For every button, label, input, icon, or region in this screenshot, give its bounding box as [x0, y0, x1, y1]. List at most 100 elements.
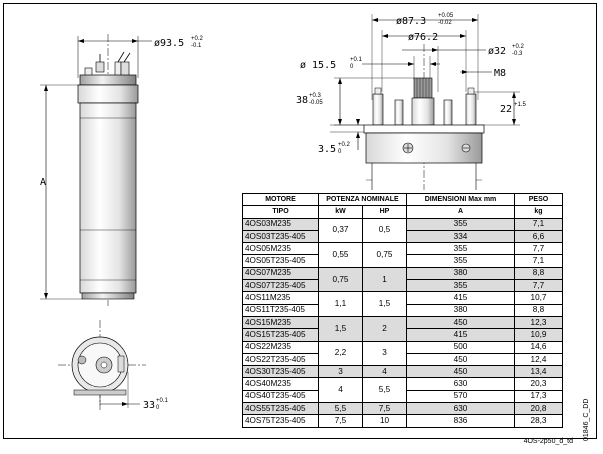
cell-kg: 28,3: [514, 414, 563, 428]
table-row: 4OS22M235 2,2 3 500 14,6: [242, 340, 563, 367]
table-row: 4OS07M235 0,75 1 380 8,8: [242, 266, 563, 293]
cell-hp: 1,5: [362, 291, 407, 317]
cell-model: 4OS07T235-405: [242, 279, 319, 293]
cell-a: 415: [406, 291, 515, 305]
table-subheader-row: TIPO kW HP A kg: [242, 205, 563, 219]
table-row: 4OS15T235-405 415 10,9: [242, 328, 563, 342]
page-frame: [3, 3, 597, 439]
header-peso: PESO: [514, 192, 563, 207]
cell-a: 380: [406, 303, 515, 317]
stud-length-tol: +1.5: [514, 102, 527, 108]
cell-kg: 13,4: [514, 365, 563, 379]
cell-a: 450: [406, 352, 515, 367]
drawing-code: 01846_C_DD: [583, 398, 590, 441]
cell-model: 4OS11T235-405: [242, 303, 319, 317]
cell-model: 4OS15M235: [242, 315, 319, 330]
cell-model: 4OS22T235-405: [242, 352, 319, 367]
cell-a: 415: [406, 328, 515, 342]
cell-kw: 5,5: [318, 402, 363, 416]
table-row: 4OS55T235-405 5,5 7,5 630 20,8: [242, 402, 563, 416]
flange-detail-view: [330, 14, 520, 190]
cell-a: 380: [406, 266, 515, 281]
base-offset-label: 33: [143, 400, 155, 411]
pilot-diameter-label: ø76.2: [408, 32, 438, 43]
cell-a: 450: [406, 315, 515, 330]
cell-kw: 0,55: [318, 242, 363, 268]
flange-diameter-label: ø87.3: [396, 16, 426, 27]
table-row: 4OS05M235 0,55 0,75 355 7,7: [242, 242, 563, 268]
shaft-length-label: 38: [296, 95, 308, 106]
shaft-length-tol-upper: +0.3: [309, 93, 322, 99]
length-a-label: A: [40, 177, 46, 188]
motor-side-view: [40, 34, 152, 306]
thread-label: M8: [494, 68, 506, 79]
cell-kw: 3: [318, 365, 363, 379]
cell-a: 836: [406, 414, 515, 428]
cell-kg: 17,3: [514, 389, 563, 404]
cell-model: 4OS11M235: [242, 291, 319, 305]
cell-hp: 3: [362, 340, 407, 367]
body-diameter-tol-lower: -0.1: [191, 43, 202, 49]
header-hp: HP: [362, 205, 407, 219]
body-diameter-tol-upper: +0.2: [191, 36, 204, 42]
motor-spec-table: MOTORE POTENZA NOMINALE DIMENSIONI Max m…: [242, 192, 563, 428]
cell-kg: 6,6: [514, 229, 563, 244]
motor-end-view: [58, 320, 146, 410]
header-potenza: POTENZA NOMINALE: [318, 192, 407, 207]
shoulder-label: 3.5: [318, 144, 336, 155]
cell-a: 355: [406, 242, 515, 256]
cell-model: 4OS55T235-405: [242, 402, 319, 416]
bolt-circle-label: ø32: [488, 46, 506, 57]
cell-a: 355: [406, 279, 515, 293]
table-row: 4OS07T235-405 355 7,7: [242, 279, 563, 293]
cell-model: 4OS40T235-405: [242, 389, 319, 404]
file-code: 4OS-2p50_d_td: [523, 438, 573, 445]
cell-model: 4OS05M235: [242, 242, 319, 256]
cell-kg: 8,8: [514, 303, 563, 317]
bolt-circle-tol-lower: -0.3: [512, 51, 523, 57]
body-diameter-label: ø93.5: [154, 38, 184, 49]
cell-kw: 0,75: [318, 266, 363, 293]
cell-a: 355: [406, 217, 515, 231]
cell-kw: 0,37: [318, 217, 363, 244]
cell-kg: 7,1: [514, 217, 563, 231]
cell-hp: 1: [362, 266, 407, 293]
cell-model: 4OS03M235: [242, 217, 319, 231]
cell-hp: 4: [362, 365, 407, 379]
flange-diameter-tol-upper: +0.05: [438, 13, 454, 19]
cell-hp: 7,5: [362, 402, 407, 416]
table-body: MOTORE POTENZA NOMINALE DIMENSIONI Max m…: [242, 192, 563, 428]
cell-a: 355: [406, 254, 515, 268]
cell-kw: 2,2: [318, 340, 363, 367]
cell-a: 334: [406, 229, 515, 244]
shaft-diameter-label: ø 15.5: [300, 60, 336, 71]
cell-model: 4OS40M235: [242, 377, 319, 391]
cell-a: 630: [406, 402, 515, 416]
cell-kw: 7,5: [318, 414, 363, 428]
stud-length-label: 22: [500, 104, 512, 115]
cell-model: 4OS05T235-405: [242, 254, 319, 268]
header-tipo: TIPO: [242, 205, 319, 219]
cell-kw: 1,1: [318, 291, 363, 317]
cell-kg: 7,7: [514, 242, 563, 256]
shaft-diameter-tol-lower: 0: [350, 64, 354, 70]
cell-kg: 10,7: [514, 291, 563, 305]
header-kw: kW: [318, 205, 363, 219]
bolt-circle-tol-upper: +0.2: [512, 44, 525, 50]
shaft-diameter-tol-upper: +0.1: [350, 57, 363, 63]
cell-kg: 8,8: [514, 266, 563, 281]
cell-kg: 20,3: [514, 377, 563, 391]
flange-diameter-tol-lower: -0.02: [438, 20, 452, 26]
shaft-length-tol-lower: -0.05: [309, 100, 323, 106]
cell-hp: 0,5: [362, 217, 407, 244]
table-row: 4OS11M235 1,1 1,5 415 10,7: [242, 291, 563, 317]
cell-kg: 14,6: [514, 340, 563, 354]
shoulder-tol-lower: 0: [338, 149, 342, 155]
base-offset-tol-lower: 0: [156, 405, 160, 411]
cell-kg: 7,7: [514, 279, 563, 293]
cell-kg: 12,3: [514, 315, 563, 330]
cell-a: 570: [406, 389, 515, 404]
cell-model: 4OS03T235-405: [242, 229, 319, 244]
table-row: 4OS40M235 4 5,5 630 20,3: [242, 377, 563, 404]
